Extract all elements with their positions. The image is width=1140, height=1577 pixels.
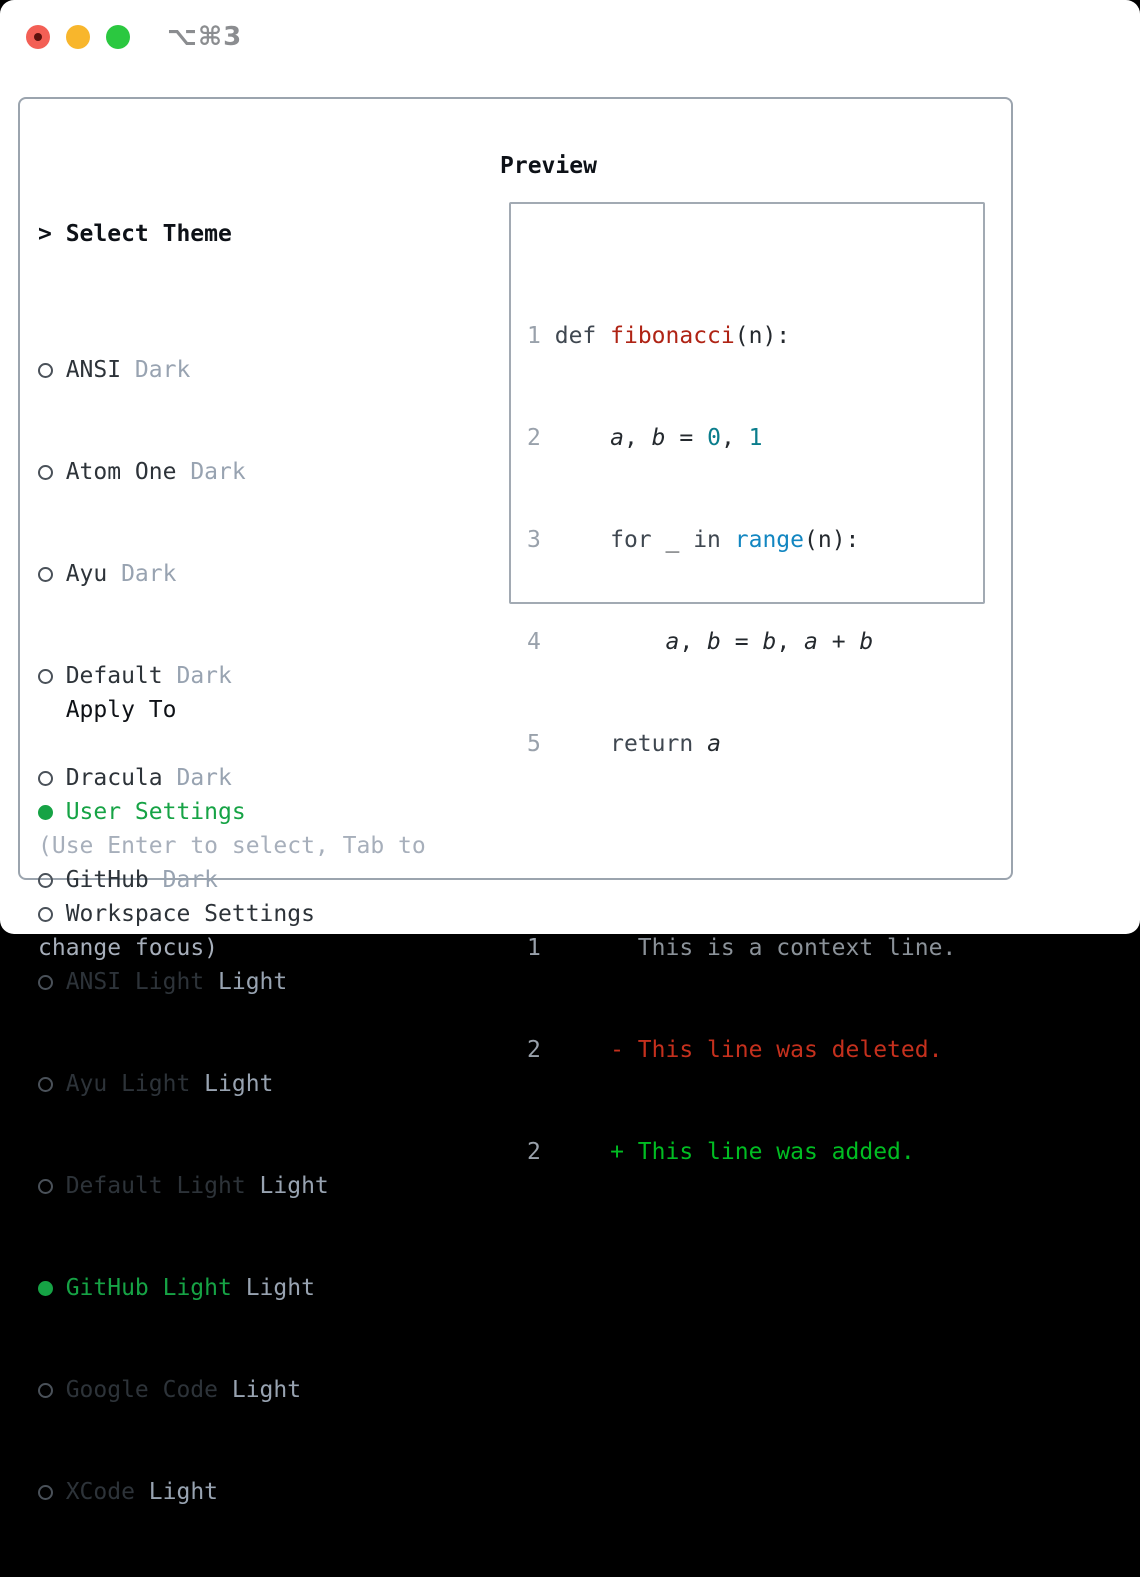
radio-unselected-icon [38,353,66,387]
hint-line-2: change focus) [38,935,219,961]
radio-unselected-icon [38,1169,66,1203]
keyboard-hint: (Use Enter to select, Tab to change focu… [38,761,426,1033]
preview-box [509,202,985,604]
minimize-button[interactable] [66,25,90,49]
diff-added-line: 2 + This line was added. [527,1139,915,1165]
prompt-caret-icon: > [38,221,52,247]
radio-unselected-icon [38,1373,66,1407]
code-line-init: 2 a, b = 0, 1 [527,425,763,451]
code-line-return: 5 return a [527,731,721,757]
radio-unselected-icon [38,659,66,693]
code-line-def: 1 def fibonacci(n): [527,323,791,349]
diff-deleted-line: 2 - This line was deleted. [527,1037,943,1063]
apply-option-user-settings[interactable]: User Settings [38,795,315,829]
maximize-button[interactable] [106,25,130,49]
code-line-blank [527,829,956,863]
radio-selected-icon [38,1271,66,1305]
radio-unselected-icon [38,557,66,591]
close-button[interactable] [26,25,50,49]
diff-context-line: 1 This is a context line. [527,935,957,961]
theme-list-header: > Select Theme [38,217,329,251]
apply-option-workspace-settings[interactable]: Workspace Settings [38,897,315,931]
code-line-for: 3 for _ in range(n): [527,527,860,553]
apply-to-section: Apply To User Settings Workspace Setting… [38,625,315,999]
radio-unselected-icon [38,761,66,795]
preview-title: Preview [500,153,597,179]
radio-unselected-icon [38,1475,66,1509]
radio-selected-icon [38,795,66,829]
radio-unselected-icon [38,897,66,931]
preview-code: 1 def fibonacci(n): 2 a, b = 0, 1 3 for … [527,251,956,1237]
radio-unselected-icon [38,455,66,489]
radio-unselected-icon [38,863,66,897]
hint-line-1: (Use Enter to select, Tab to [38,833,426,859]
theme-list-title: Select Theme [65,221,232,247]
code-line-swap: 4 a, b = b, a + b [527,629,874,655]
apply-to-header: Apply To [65,697,177,723]
window-title: ⌥⌘3 [167,22,243,52]
unsaved-dot-icon [34,33,42,41]
radio-unselected-icon [38,1067,66,1101]
